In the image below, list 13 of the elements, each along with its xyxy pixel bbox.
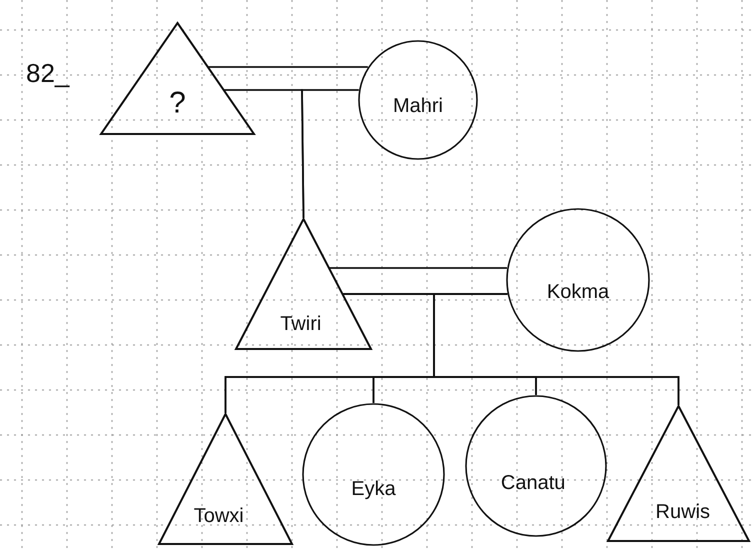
person-name: Eyka (351, 478, 396, 500)
person-name: ? (169, 86, 186, 120)
person-name: Towxi (194, 504, 244, 527)
person-name: Kokma (546, 280, 610, 303)
figure-number: 82_ (26, 58, 70, 89)
person-name: Mahri (393, 95, 443, 117)
marriage-double-line (329, 267, 507, 269)
marriage-double-line (208, 66, 368, 68)
descent-line (301, 89, 359, 218)
person-name: Twiri (280, 312, 322, 335)
person-name: Ruwis (656, 500, 710, 523)
descent-line (433, 293, 680, 405)
person-name: Canatu (500, 472, 566, 494)
